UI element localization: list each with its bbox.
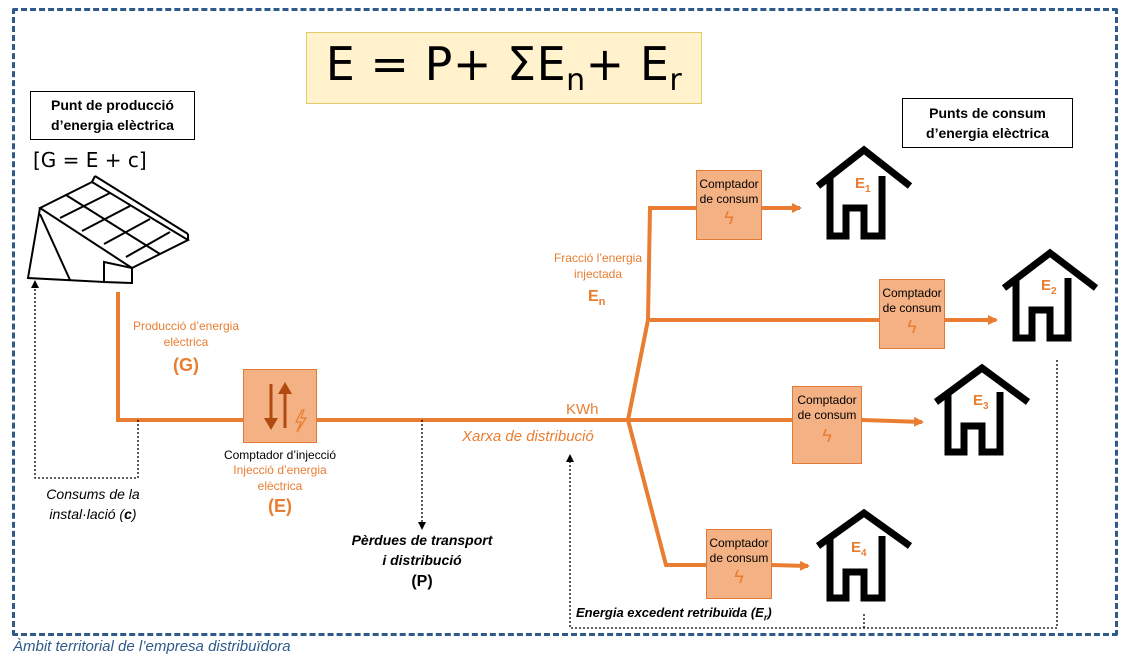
injection-label: Injecció d’energia elèctrica	[233, 463, 327, 493]
bidirectional-arrows-icon	[264, 382, 308, 433]
consumption-meter-1: Comptador de consum ϟ	[696, 170, 762, 240]
consumption-points-box: Punts de consum d’energia elèctrica	[902, 98, 1073, 148]
generation-title-line2: d’energia elèctrica	[51, 117, 174, 133]
house-label-2: E2	[1041, 277, 1057, 297]
house-label-4: E4	[851, 539, 867, 559]
house-icon-4	[815, 508, 913, 602]
house-icon-2	[1001, 248, 1099, 342]
house-icon-3	[933, 363, 1031, 456]
lightning-icon: ϟ	[907, 317, 917, 337]
territory-caption: Àmbit territorial de l’empresa distribuï…	[13, 638, 291, 655]
lightning-icon: ϟ	[724, 208, 734, 228]
grid-unit: KWh	[566, 401, 599, 418]
lightning-icon: ϟ	[734, 567, 744, 587]
fraction-label: Fracció l’energia injectada	[553, 251, 643, 281]
fraction-symbol: En	[588, 288, 606, 309]
house-icon-1	[815, 145, 913, 240]
house-label-1: E1	[855, 175, 871, 195]
formula-box: E = P+ ΣEn+ Er	[306, 32, 702, 104]
solar-panel-icon	[26, 175, 191, 285]
injection-symbol: (E)	[268, 496, 292, 516]
grid-name: Xarxa de distribució	[462, 428, 594, 445]
self-consumption-label: Consums de la instal·lació (c)	[46, 486, 140, 522]
generation-title-line1: Punt de producció	[51, 97, 174, 113]
consumption-meter-2: Comptador de consum ϟ	[879, 279, 945, 349]
losses-symbol: (P)	[411, 573, 433, 590]
house-label-3: E3	[973, 392, 989, 412]
lightning-icon: ϟ	[822, 426, 832, 446]
surplus-label: Energia excedent retribuïda (Er)	[576, 605, 772, 623]
consumption-meter-3: Comptador de consum ϟ	[792, 386, 862, 464]
distributor-territory-frame	[12, 8, 1118, 636]
balance-formula: E = P+ ΣEn+ Er	[325, 37, 683, 99]
injection-meter	[243, 369, 317, 443]
production-label: Producció d’energia elèctrica	[132, 319, 240, 349]
production-symbol: (G)	[173, 355, 199, 375]
injection-meter-label: Comptador d’injecció	[223, 448, 337, 462]
consumption-meter-4: Comptador de consum ϟ	[706, 529, 772, 599]
generation-equation: [G = E + c]	[33, 148, 147, 172]
losses-label: Pèrdues de transport i distribució	[351, 532, 493, 568]
generation-point-box: Punt de producció d’energia elèctrica	[30, 91, 195, 140]
